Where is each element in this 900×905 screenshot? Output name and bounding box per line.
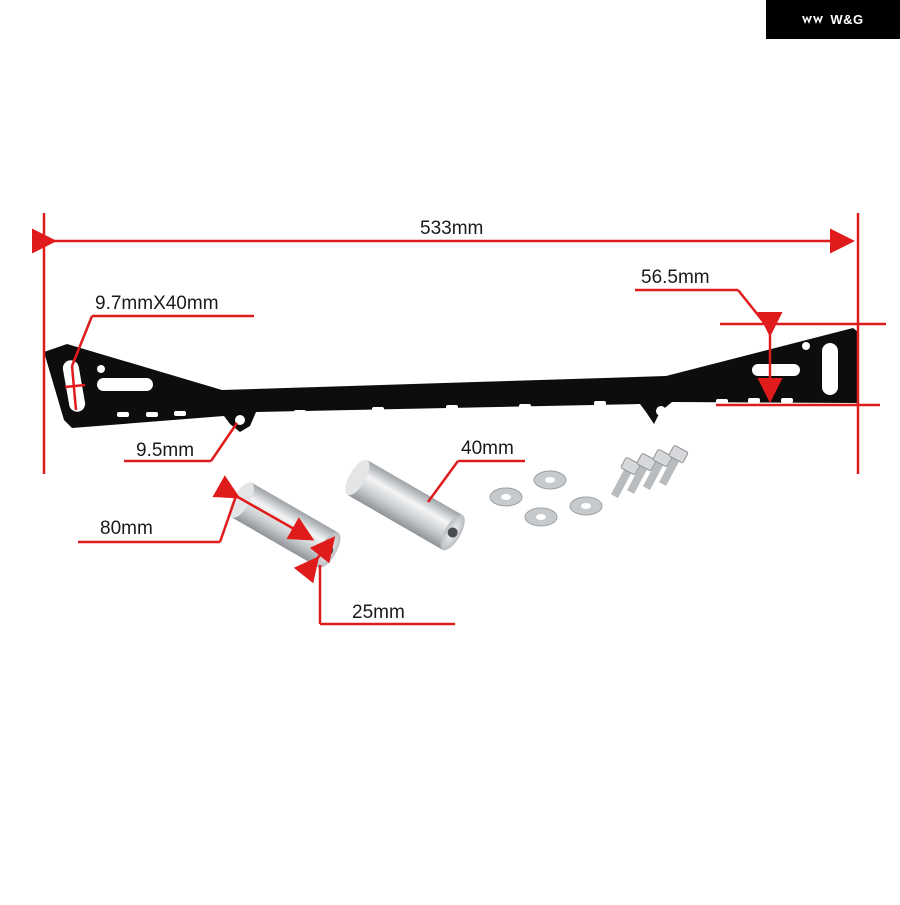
short-spacer-label: 40mm	[461, 438, 514, 459]
mounting-hole-right	[656, 406, 666, 416]
right-small-slot-2	[748, 398, 760, 403]
left-hole	[97, 365, 105, 373]
hole-diameter-label: 9.5mm	[136, 440, 195, 461]
middle-slot-5	[594, 401, 606, 406]
washer-4	[524, 507, 558, 527]
right-slot	[822, 343, 838, 395]
left-small-slot-3	[174, 411, 186, 416]
middle-slot-3	[446, 405, 458, 410]
left-small-slot-2	[146, 412, 158, 417]
washers	[489, 470, 603, 527]
end-height-label: 56.5mm	[641, 267, 710, 288]
left-oblong-hole	[97, 378, 153, 391]
overall-length-label: 533mm	[420, 218, 484, 239]
middle-slot-1	[294, 410, 306, 415]
bracket-body	[44, 328, 858, 432]
right-small-slot-3	[781, 398, 793, 403]
bolt-1	[610, 457, 641, 499]
long-spacer-label: 80mm	[100, 518, 153, 539]
washer-2	[489, 487, 523, 507]
long-spacer-leader-diag	[218, 495, 238, 543]
dimension-lines	[32, 213, 886, 626]
brand-logo-icon	[802, 15, 824, 24]
hole-leader	[209, 422, 239, 462]
diameter-line	[293, 536, 336, 584]
bolts	[610, 445, 689, 499]
right-oblong-hole	[752, 364, 800, 376]
left-small-slot-1	[117, 412, 129, 417]
spacer-short	[345, 459, 465, 551]
bracket	[44, 328, 858, 432]
brand-name: W&G	[830, 12, 864, 27]
short-spacer-leader-diag	[426, 460, 460, 503]
bolt-3	[642, 449, 673, 491]
right-small-slot-1	[716, 399, 728, 404]
slot-width-line	[64, 383, 86, 389]
middle-slot-4	[519, 404, 531, 409]
washer-3	[569, 496, 603, 516]
slot-leader-diag	[70, 315, 94, 367]
right-hole	[802, 342, 810, 350]
middle-slot-2	[372, 407, 384, 412]
slot-size-label: 9.7mmX40mm	[95, 293, 219, 314]
bolt-4	[658, 445, 689, 487]
bolt-2	[626, 453, 657, 495]
spacer-diameter-label: 25mm	[352, 602, 405, 623]
slot-length-line	[70, 365, 78, 411]
washer-1	[533, 470, 567, 490]
brand-badge: W&G	[766, 0, 900, 39]
mounting-hole-left	[235, 415, 245, 425]
long-spacer-length-line	[212, 475, 315, 541]
